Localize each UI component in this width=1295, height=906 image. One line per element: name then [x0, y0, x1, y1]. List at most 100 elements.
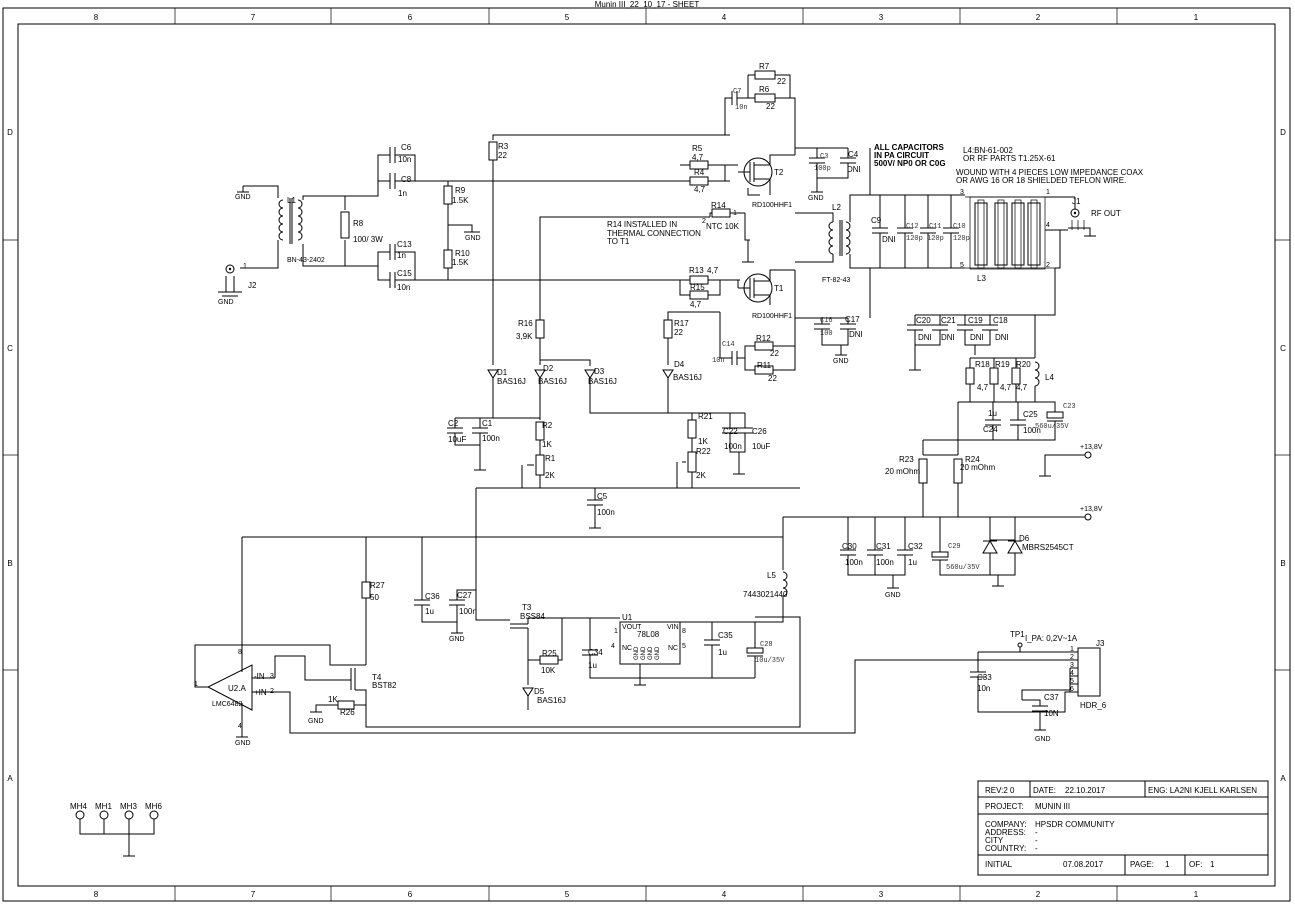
tb-of-label: OF: [1189, 860, 1202, 869]
c17-value: DNI [849, 330, 863, 339]
d5-diode [522, 687, 534, 697]
r19-value: 4,7 [1000, 383, 1012, 392]
zone-col-7-top: 7 [251, 13, 256, 22]
j3-part: HDR_6 [1080, 701, 1107, 710]
tp1-testpoint[interactable] [1017, 642, 1023, 648]
mh1-hole [99, 810, 109, 820]
r8-resistor [340, 211, 350, 239]
c19-value: DNI [970, 333, 984, 342]
c10-label: C10 [953, 223, 966, 231]
d5-part: BAS16J [537, 696, 566, 705]
l1-primary-coil [278, 199, 284, 241]
c29-electrolytic [931, 551, 949, 558]
c20-label: C20 [916, 316, 931, 325]
c28-label: C28 [760, 641, 773, 649]
r1-label: R1 [545, 454, 556, 463]
r2-label: R2 [542, 421, 553, 430]
power-terminal-1[interactable] [1084, 451, 1092, 459]
svg-text:3: 3 [960, 189, 964, 196]
r13-label: R13 [689, 266, 704, 275]
r19-resistor [989, 367, 999, 385]
l1-secondary-coil [297, 199, 303, 241]
d4-diode [662, 369, 674, 379]
r21-value: 1K [698, 437, 708, 446]
zone-row-b-right: B [1280, 559, 1285, 568]
zone-row-b-left: B [7, 559, 12, 568]
c11-label: C11 [929, 223, 942, 231]
tb-address: - [1035, 828, 1038, 837]
r16-label: R16 [518, 319, 533, 328]
c2-label: C2 [448, 419, 459, 428]
tb-rev: REV:2 0 [985, 786, 1015, 795]
c15-label: C15 [397, 269, 412, 278]
r20-value: 4,7 [1016, 383, 1028, 392]
power-terminal-2[interactable] [1084, 513, 1092, 521]
svg-text:1: 1 [733, 210, 737, 217]
mh3-label: MH3 [120, 802, 137, 811]
r18-resistor [965, 367, 975, 385]
r23-shunt [918, 458, 928, 484]
c33-value: 10n [977, 684, 990, 693]
c28-value: 10u/35V [755, 657, 785, 665]
r22-value: 2K [696, 471, 706, 480]
zone-col-2-bottom: 2 [1036, 890, 1041, 899]
c4-label: C4 [848, 150, 859, 159]
note-r14-1: R14 INSTALLED IN [607, 220, 677, 229]
j2-connector[interactable] [225, 264, 235, 274]
c26-value: 10uF [752, 442, 770, 451]
mh4-hole [75, 810, 85, 820]
u1-gnd1: GND [634, 646, 640, 660]
c13-label: C13 [397, 240, 412, 249]
c19-label: C19 [968, 316, 983, 325]
zone-col-6-bottom: 6 [408, 890, 413, 899]
r7-resistor [754, 70, 776, 80]
note-caps-2: IN PA CIRCUIT [874, 151, 929, 160]
r27-resistor [361, 581, 371, 599]
d1-label: D1 [497, 368, 508, 377]
r8-label: R8 [353, 219, 364, 228]
r19-label: R19 [995, 360, 1010, 369]
d6-label: D6 [1019, 534, 1030, 543]
r15-value: 4,7 [690, 300, 702, 309]
r15-label: R15 [690, 283, 705, 292]
d6-part: MBRS2545CT [1022, 543, 1074, 552]
svg-text:2: 2 [1070, 654, 1074, 661]
svg-text:2: 2 [702, 218, 706, 225]
r21-label: R21 [698, 412, 713, 421]
t4-label: T4 [372, 673, 382, 682]
gnd-label-j2: GND [218, 299, 234, 306]
r18-value: 4,7 [977, 383, 989, 392]
c36-label: C36 [425, 592, 440, 601]
tb-company-label: COMPANY: [985, 820, 1027, 829]
c20-value: DNI [918, 333, 932, 342]
c30-label: C30 [842, 542, 857, 551]
r20-resistor [1011, 367, 1021, 385]
l2-secondary-coil [845, 221, 851, 255]
r12-value: 22 [770, 349, 779, 358]
r6-value: 22 [766, 102, 775, 111]
zone-col-8-bottom: 8 [94, 890, 99, 899]
c31-value: 100n [876, 558, 894, 567]
d5-label: D5 [534, 687, 545, 696]
c37-label: C37 [1044, 693, 1059, 702]
mounting-holes: MH4 MH1 MH3 MH6 [70, 802, 162, 857]
r4-value: 4,7 [694, 185, 706, 194]
u1-part: 78L08 [637, 630, 660, 639]
c23-electrolytic [1046, 411, 1064, 419]
bias-section: R3 22 R16 3,9K D1 BAS16J D2 BAS16J D3 BA… [447, 134, 800, 529]
c30-value: 100n [845, 558, 863, 567]
r9-value: 1.5K [452, 196, 469, 205]
tb-date: 22.10.2017 [1065, 786, 1106, 795]
gnd-label-2: GND [465, 235, 481, 242]
zone-col-3-top: 3 [879, 13, 884, 22]
tb-page: 1 [1165, 860, 1170, 869]
j3-connector[interactable] [1077, 647, 1101, 697]
gnd-label-c30: GND [885, 592, 901, 599]
gnd-label-u2: GND [235, 740, 251, 747]
tb-company: HPSDR COMMUNITY [1035, 820, 1115, 829]
mh6-label: MH6 [145, 802, 162, 811]
tb-initial-label: INITIAL [985, 860, 1013, 869]
r26-label: R26 [340, 708, 355, 717]
l3-label: L3 [977, 274, 986, 283]
c6-label: C6 [401, 143, 412, 152]
